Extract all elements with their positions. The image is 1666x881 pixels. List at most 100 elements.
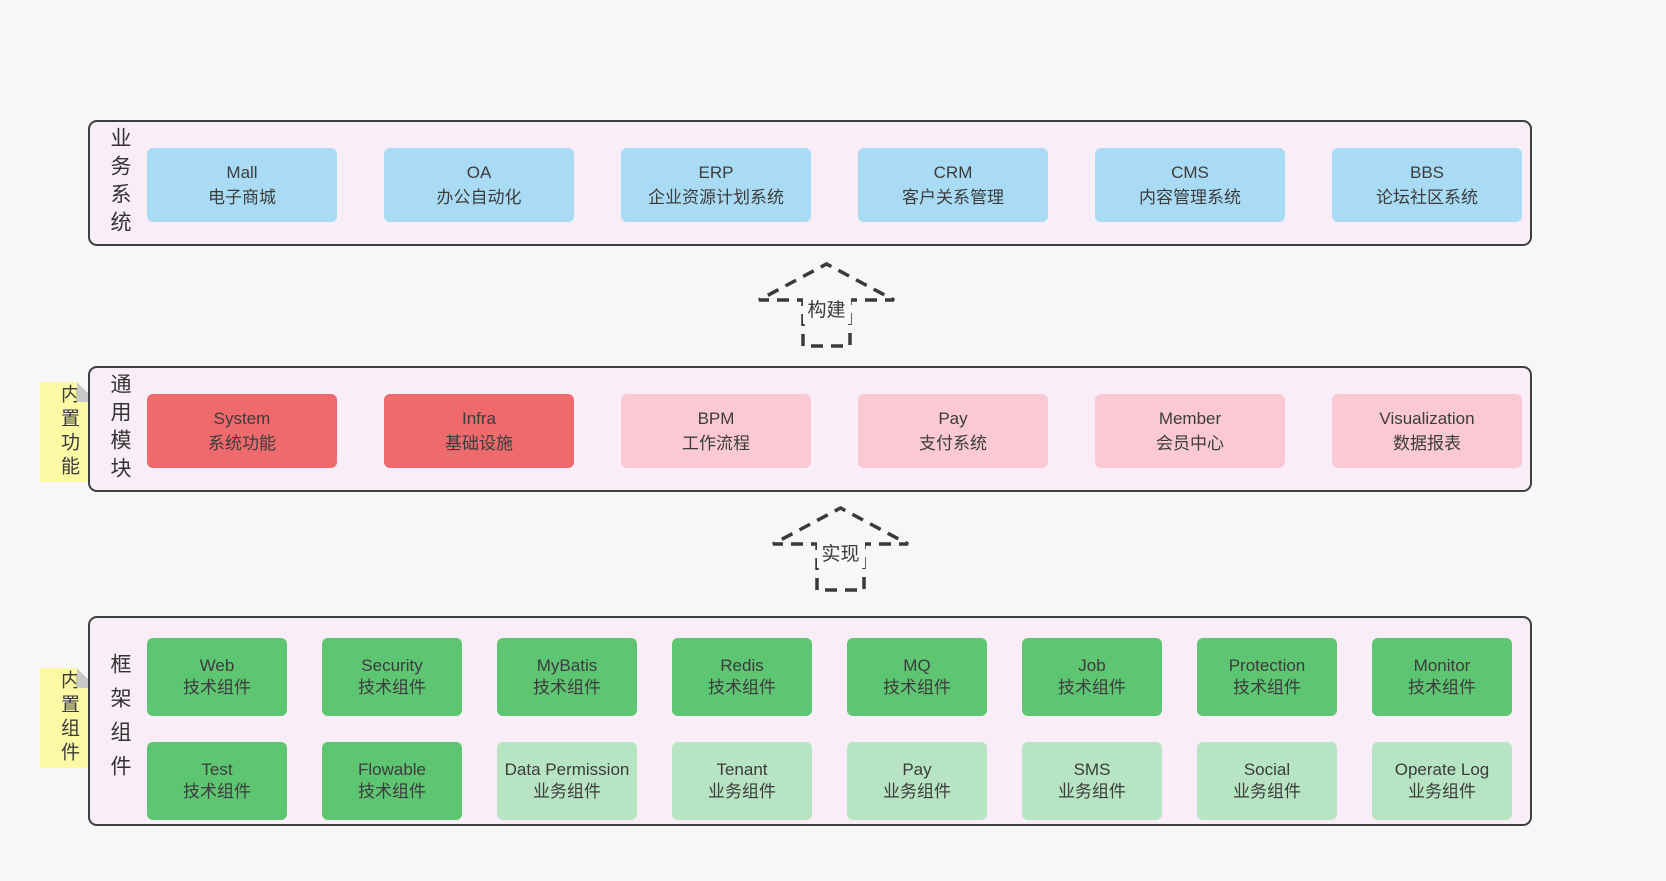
box-subtitle: 客户关系管理 (902, 188, 1004, 207)
box-subtitle: 系统功能 (208, 434, 276, 453)
implement-arrow-label: 实现 (816, 537, 865, 568)
box-subtitle: 技术组件 (183, 678, 251, 697)
box-monitor: Monitor 技术组件 (1372, 638, 1512, 716)
box-bpm: BPM 工作流程 (621, 394, 811, 468)
box-subtitle: 数据报表 (1393, 434, 1461, 453)
box-sms: SMS 业务组件 (1022, 742, 1162, 820)
arrow-up-icon (772, 506, 909, 592)
framework-components-row-1: Web 技术组件 Security 技术组件 MyBatis 技术组件 Redi… (147, 638, 1512, 716)
box-subtitle: 业务组件 (1408, 782, 1476, 801)
layer-common-modules-label: 通用模块 (108, 373, 131, 485)
box-subtitle: 技术组件 (183, 782, 251, 801)
box-title: Redis (720, 655, 764, 675)
box-subtitle: 技术组件 (358, 782, 426, 801)
implement-arrow: 实现 (770, 504, 911, 592)
box-title: Operate Log (1394, 759, 1490, 779)
note-built-in-components-label: 内置组件 (58, 670, 79, 766)
arrow-up-icon (758, 262, 895, 348)
box-subtitle: 技术组件 (533, 678, 601, 697)
box-title: Monitor (1413, 655, 1471, 675)
box-subtitle: 技术组件 (358, 678, 426, 697)
build-arrow-label: 构建 (802, 293, 851, 324)
box-subtitle: 内容管理系统 (1139, 188, 1241, 207)
box-subtitle: 技术组件 (1058, 678, 1126, 697)
box-title: Visualization (1379, 408, 1475, 428)
box-system: System 系统功能 (147, 394, 337, 468)
box-title: BBS (1409, 162, 1445, 182)
box-member: Member 会员中心 (1095, 394, 1285, 468)
box-oa: OA 办公自动化 (384, 148, 574, 222)
box-title: Pay (938, 408, 968, 428)
box-subtitle: 业务组件 (533, 782, 601, 801)
business-systems-row: Mall 电子商城 OA 办公自动化 ERP 企业资源计划系统 CRM 客户关系… (147, 148, 1522, 222)
box-title: Test (201, 759, 233, 779)
box-social: Social 业务组件 (1197, 742, 1337, 820)
box-subtitle: 业务组件 (1058, 782, 1126, 801)
build-arrow: 构建 (756, 260, 897, 348)
box-title: SMS (1073, 759, 1111, 779)
box-title: Job (1078, 655, 1106, 675)
box-erp: ERP 企业资源计划系统 (621, 148, 811, 222)
box-subtitle: 支付系统 (919, 434, 987, 453)
box-title: Web (199, 655, 235, 675)
box-tenant: Tenant 业务组件 (672, 742, 812, 820)
box-subtitle: 业务组件 (1233, 782, 1301, 801)
box-redis: Redis 技术组件 (672, 638, 812, 716)
box-mybatis: MyBatis 技术组件 (497, 638, 637, 716)
box-title: Flowable (357, 759, 427, 779)
box-subtitle: 业务组件 (883, 782, 951, 801)
framework-components-row-2: Test 技术组件 Flowable 技术组件 Data Permission … (147, 742, 1512, 820)
box-infra: Infra 基础设施 (384, 394, 574, 468)
box-crm: CRM 客户关系管理 (858, 148, 1048, 222)
box-protection: Protection 技术组件 (1197, 638, 1337, 716)
box-subtitle: 企业资源计划系统 (648, 188, 784, 207)
box-title: Member (1158, 408, 1222, 428)
common-modules-row: System 系统功能 Infra 基础设施 BPM 工作流程 Pay 支付系统… (147, 394, 1522, 468)
box-flowable: Flowable 技术组件 (322, 742, 462, 820)
box-visualization: Visualization 数据报表 (1332, 394, 1522, 468)
box-title: Protection (1228, 655, 1306, 675)
box-subtitle: 论坛社区系统 (1376, 188, 1478, 207)
box-subtitle: 技术组件 (1233, 678, 1301, 697)
box-security: Security 技术组件 (322, 638, 462, 716)
box-subtitle: 技术组件 (708, 678, 776, 697)
note-built-in-features-label: 内置功能 (58, 384, 79, 480)
layer-business-systems-label: 业务系统 (108, 127, 131, 239)
box-subtitle: 业务组件 (708, 782, 776, 801)
box-title: MyBatis (536, 655, 598, 675)
note-built-in-features: 内置功能 (40, 382, 97, 482)
box-title: CRM (933, 162, 973, 182)
box-subtitle: 技术组件 (883, 678, 951, 697)
box-title: CMS (1171, 162, 1209, 182)
layer-common-modules: 通用模块 System 系统功能 Infra 基础设施 BPM 工作流程 Pay… (88, 366, 1532, 492)
box-pay: Pay 支付系统 (858, 394, 1048, 468)
box-bbs: BBS 论坛社区系统 (1332, 148, 1522, 222)
box-data-permission: Data Permission 业务组件 (497, 742, 637, 820)
box-subtitle: 工作流程 (682, 434, 750, 453)
box-title: Security (361, 655, 423, 675)
layer-business-systems: 业务系统 Mall 电子商城 OA 办公自动化 ERP 企业资源计划系统 CRM… (88, 120, 1532, 246)
box-title: Mall (226, 162, 258, 182)
box-title: Pay (902, 759, 932, 779)
box-test: Test 技术组件 (147, 742, 287, 820)
box-title: System (213, 408, 271, 428)
box-title: MQ (903, 655, 931, 675)
box-title: Social (1243, 759, 1291, 779)
box-subtitle: 基础设施 (445, 434, 513, 453)
box-pay-component: Pay 业务组件 (847, 742, 987, 820)
box-subtitle: 技术组件 (1408, 678, 1476, 697)
box-title: OA (466, 162, 492, 182)
box-job: Job 技术组件 (1022, 638, 1162, 716)
box-title: Infra (461, 408, 497, 428)
box-subtitle: 会员中心 (1156, 434, 1224, 453)
box-operate-log: Operate Log 业务组件 (1372, 742, 1512, 820)
layer-framework-components: 框架组件 Web 技术组件 Security 技术组件 MyBatis 技术组件… (88, 616, 1532, 826)
box-title: ERP (698, 162, 734, 182)
box-cms: CMS 内容管理系统 (1095, 148, 1285, 222)
box-mq: MQ 技术组件 (847, 638, 987, 716)
box-web: Web 技术组件 (147, 638, 287, 716)
box-subtitle: 电子商城 (208, 188, 276, 207)
box-title: Tenant (716, 759, 768, 779)
box-mall: Mall 电子商城 (147, 148, 337, 222)
